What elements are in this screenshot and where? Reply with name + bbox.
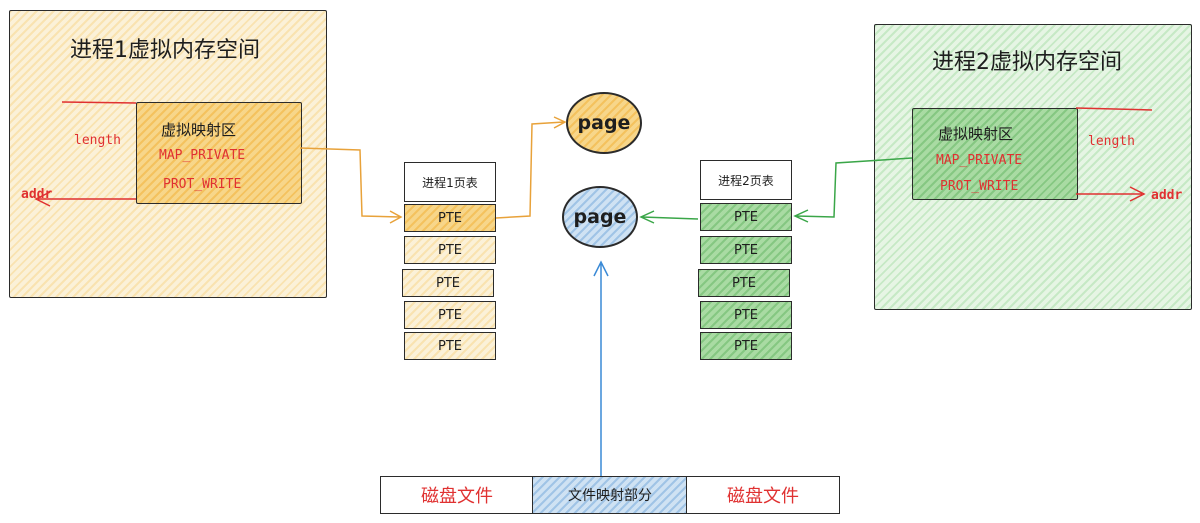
process1-page-table-title: 进程1页表 bbox=[404, 162, 496, 202]
process1-flag-map-private: MAP_PRIVATE bbox=[159, 148, 246, 163]
process2-pte-3: PTE bbox=[698, 269, 790, 297]
disk-file-mapped-part: 文件映射部分 bbox=[532, 476, 688, 514]
process2-title: 进程2虚拟内存空间 bbox=[932, 50, 1122, 75]
process2-pte-5: PTE bbox=[700, 332, 792, 360]
process1-addr-label: addr bbox=[21, 187, 53, 202]
process2-pte-4: PTE bbox=[700, 301, 792, 329]
disk-to-shared-page-arrow bbox=[593, 260, 609, 476]
private-page-circle: page bbox=[566, 92, 642, 154]
process1-pte-5: PTE bbox=[404, 332, 496, 360]
process1-length-label: length bbox=[74, 133, 121, 148]
process2-mapping-region bbox=[912, 108, 1078, 200]
pte-to-private-page-arrow bbox=[495, 116, 567, 219]
disk-file-left: 磁盘文件 bbox=[380, 476, 534, 514]
process1-region-title: 虚拟映射区 bbox=[161, 121, 237, 139]
process2-pte-to-shared-page-arrow bbox=[639, 210, 699, 224]
process1-pte-4: PTE bbox=[404, 301, 496, 329]
process2-flag-map-private: MAP_PRIVATE bbox=[936, 153, 1023, 168]
process2-region-title: 虚拟映射区 bbox=[938, 125, 1014, 143]
process1-flag-prot-write: PROT_WRITE bbox=[163, 177, 242, 192]
process2-flag-prot-write: PROT_WRITE bbox=[940, 179, 1019, 194]
disk-file-right: 磁盘文件 bbox=[686, 476, 840, 514]
process2-pte-1: PTE bbox=[700, 203, 792, 231]
process1-pte-2: PTE bbox=[404, 236, 496, 264]
process1-title: 进程1虚拟内存空间 bbox=[70, 38, 260, 63]
process2-pte-2: PTE bbox=[700, 236, 792, 264]
process2-length-label: length bbox=[1088, 134, 1135, 149]
process1-pte-3: PTE bbox=[402, 269, 494, 297]
process1-pte-1: PTE bbox=[404, 204, 496, 232]
shared-page-circle: page bbox=[562, 186, 638, 248]
process2-page-table-title: 进程2页表 bbox=[700, 160, 792, 200]
process2-addr-label: addr bbox=[1151, 188, 1183, 203]
